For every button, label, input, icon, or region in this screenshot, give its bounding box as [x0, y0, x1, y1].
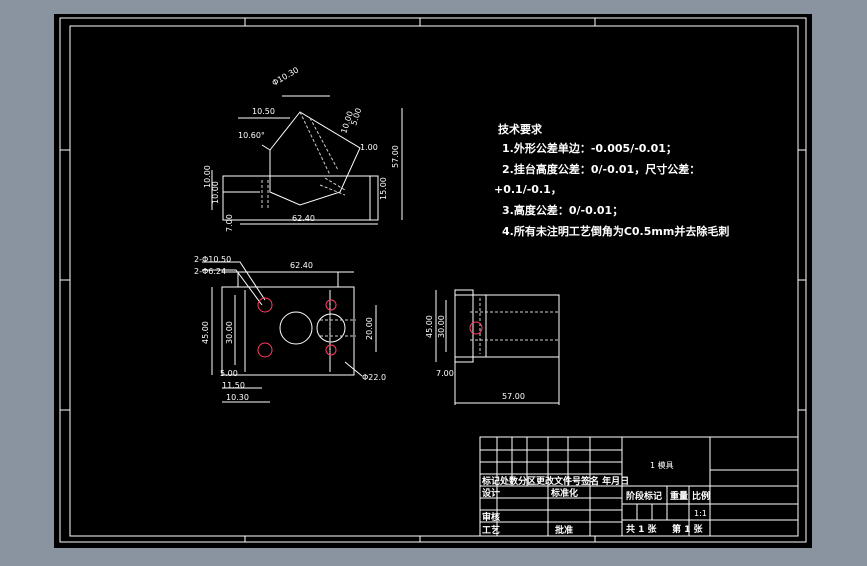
dim-side-h1: 45.00	[425, 315, 434, 338]
dim-h2: 15.00	[379, 177, 388, 200]
title-block	[479, 436, 799, 537]
tb-approve: 批准	[555, 524, 573, 536]
dim-left3: 7.00	[225, 214, 234, 232]
tb-header-row: 标记处数分区更改文件号签名 年月日	[481, 475, 629, 487]
notes-line-5: 4.所有未注明工艺倒角为C0.5mm并去除毛刺	[502, 224, 729, 238]
dim-top-right: 20.00	[365, 317, 374, 340]
top-center-bore	[279, 311, 313, 345]
top-hole-upper	[257, 297, 273, 313]
front-view	[211, 95, 403, 225]
dim-d1: 10.50	[252, 107, 275, 116]
dim-side-b1: 7.00	[436, 369, 454, 378]
dim-hole2: 2-Φ6.24	[194, 267, 226, 276]
tb-standard: 标准化	[550, 487, 578, 499]
tb-scale-label: 比例	[692, 490, 710, 502]
dim-width: 62.40	[292, 214, 315, 223]
top-view-holes	[257, 297, 337, 358]
top-view-dims: 2-Φ10.50 2-Φ6.24 62.40 45.00 30.00 20.00…	[194, 255, 386, 402]
dim-angle: 10.60°	[238, 131, 265, 140]
tb-design: 设计	[482, 487, 500, 499]
dim-top-b3: 10.30	[226, 393, 249, 402]
dim-top-h1: 45.00	[201, 321, 210, 344]
side-view-dims: 45.00 30.00 7.00 57.00	[425, 315, 525, 401]
dim-top-b1: 5.00	[220, 369, 238, 378]
side-hole	[469, 321, 483, 335]
sheet-inner-border	[69, 25, 799, 537]
tb-review: 审核	[482, 511, 500, 523]
tb-scale-value: 1:1	[694, 509, 707, 518]
tb-sheet-total: 共 1 张	[626, 523, 658, 535]
side-view	[435, 289, 560, 405]
dim-side-width: 57.00	[502, 392, 525, 401]
notes-line-4: 3.高度公差：0/-0.01；	[502, 203, 623, 217]
dim-top-h2: 30.00	[225, 321, 234, 344]
front-base-block	[222, 175, 379, 221]
dim-side-h2: 30.00	[437, 315, 446, 338]
dim-top-width: 62.40	[290, 261, 313, 270]
notes-title: 技术要求	[498, 122, 543, 136]
top-hole-lower	[257, 342, 273, 358]
tb-process: 工艺	[482, 524, 500, 536]
title-block-text: 1 模具 标记处数分区更改文件号签名 年月日 设计 标准化 审核 工艺 批准 阶…	[481, 460, 710, 536]
tb-part-name: 1 模具	[650, 460, 674, 470]
dim-hole1: 2-Φ10.50	[194, 255, 231, 264]
dim-left1: 10.00	[203, 165, 212, 188]
dim-top-b2: 11.50	[222, 381, 245, 390]
dim-top-hole3: Φ22.0	[362, 373, 386, 382]
drawing-sheet	[54, 14, 812, 548]
dim-h1: 57.00	[391, 145, 400, 168]
notes-line-2: 2.挂台高度公差：0/-0.01，尺寸公差：	[502, 162, 700, 176]
notes-line-3: +0.1/-0.1，	[494, 183, 562, 196]
technical-requirements: 技术要求 1.外形公差单边：-0.005/-0.01； 2.挂台高度公差：0/-…	[494, 122, 729, 238]
notes-line-1: 1.外形公差单边：-0.005/-0.01；	[502, 141, 677, 155]
dim-left2: 10.00	[211, 181, 220, 204]
top-view	[202, 261, 377, 403]
tb-stage-label: 阶段标记	[626, 490, 662, 502]
tb-weight-label: 重量	[670, 490, 688, 502]
zone-ticks	[60, 18, 806, 542]
tb-sheet-no: 第 1 张	[672, 523, 704, 535]
dim-d3: 1.00	[360, 143, 378, 152]
